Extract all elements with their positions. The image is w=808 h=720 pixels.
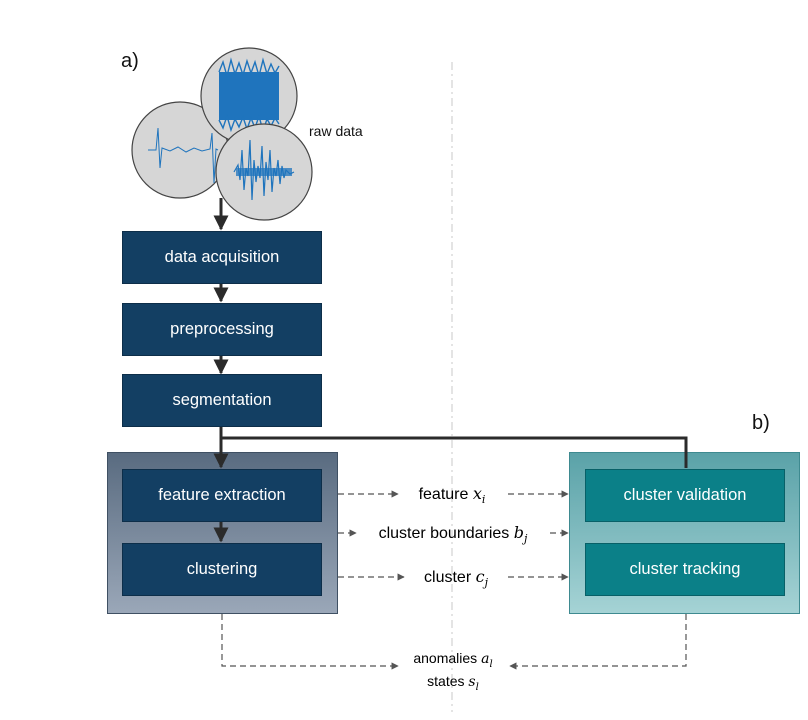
cluster-boundaries-symbol: b [513, 523, 525, 542]
feature-link-label: feature xi [400, 484, 504, 506]
anomalies-subscript: l [489, 658, 493, 670]
panel-label-b: b) [752, 412, 770, 434]
feature-extraction-box: feature extraction [122, 469, 322, 522]
clustering-box: clustering [122, 543, 322, 596]
preprocessing-box: preprocessing [122, 303, 322, 356]
raw-signal-circle-bottom [215, 123, 313, 221]
states-subscript: l [475, 681, 479, 693]
anomalies-line: anomalies al [398, 650, 508, 673]
cluster-validation-label: cluster validation [623, 486, 747, 504]
cluster-boundaries-text: cluster boundaries [378, 525, 510, 542]
raw-signal-circle-left [131, 101, 229, 199]
data-acquisition-label: data acquisition [164, 248, 280, 266]
raw-data-label: raw data [309, 123, 363, 139]
dash-left-to-outputs [221, 614, 399, 670]
segmentation-box: segmentation [122, 374, 322, 427]
states-line: states sl [398, 673, 508, 696]
cluster-link-label: cluster cj [406, 567, 506, 589]
anomalies-text: anomalies [413, 650, 478, 666]
anomalies-symbol: a [481, 651, 490, 667]
clustering-label: clustering [186, 560, 258, 578]
segmentation-to-validation-line [221, 436, 688, 468]
cluster-tracking-label: cluster tracking [629, 560, 741, 578]
feature-symbol: x [472, 484, 482, 503]
cluster-boundaries-subscript: j [524, 532, 528, 546]
cluster-subscript: j [484, 576, 488, 590]
feature-text: feature [418, 486, 469, 503]
states-symbol: s [468, 673, 476, 690]
data-acquisition-box: data acquisition [122, 231, 322, 284]
cluster-boundaries-link-label: cluster boundaries bj [358, 523, 548, 545]
outputs-label: anomalies al states sl [398, 650, 508, 696]
segmentation-label: segmentation [172, 391, 272, 409]
preprocessing-label: preprocessing [170, 320, 274, 338]
feature-subscript: i [481, 493, 486, 507]
cluster-text: cluster [424, 569, 472, 586]
cluster-symbol: c [475, 567, 485, 586]
dash-right-to-outputs [509, 614, 687, 670]
feature-extraction-label: feature extraction [158, 486, 286, 504]
states-text: states [427, 672, 465, 689]
cluster-tracking-box: cluster tracking [585, 543, 785, 596]
cluster-validation-box: cluster validation [585, 469, 785, 522]
panel-label-a: a) [121, 50, 139, 72]
